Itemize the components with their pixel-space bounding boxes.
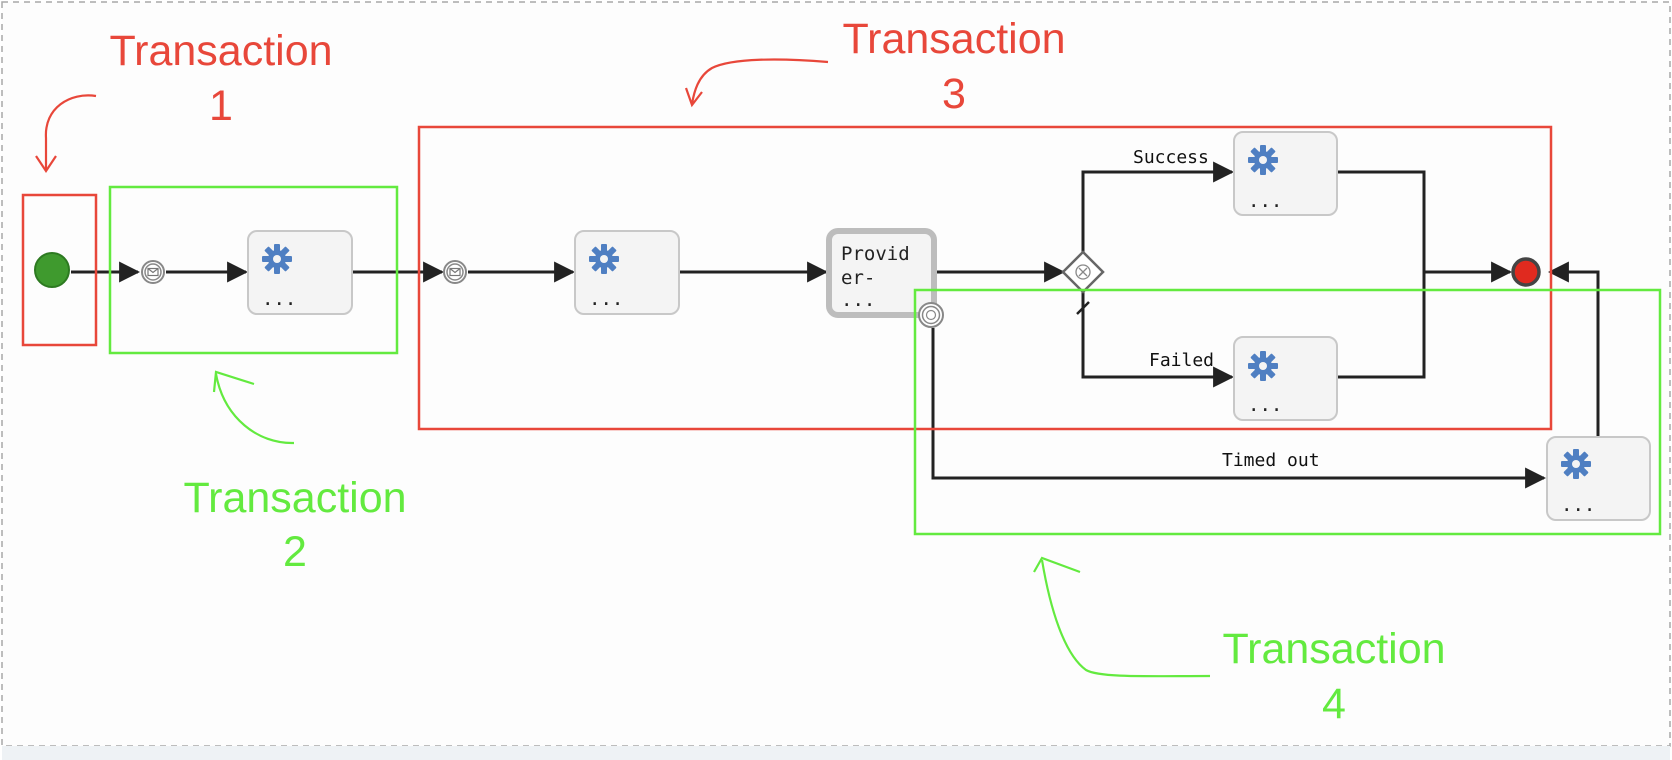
provider-label-line1: Provid [841,243,910,265]
canvas-bottom-bar [2,746,1670,760]
boundary-timer-event[interactable] [918,302,944,328]
task-1[interactable]: ... [247,230,353,315]
flow-label-timed-out: Timed out [1222,450,1320,471]
exclusive-gateway[interactable] [1061,250,1105,294]
task-2[interactable]: ... [574,230,680,315]
transaction-2-label: Transaction [183,474,406,522]
transaction-1-arrow [44,94,97,170]
gear-icon [1248,145,1278,175]
transaction-2-number: 2 [283,528,307,576]
gear-icon [262,244,292,274]
success-task-label: ... [1248,190,1282,212]
transaction-1-box [21,193,98,347]
flow-label-success: Success [1133,147,1209,168]
flow-timeout-to-end[interactable] [1547,261,1600,437]
task-2-label: ... [589,288,623,310]
gear-icon [589,244,619,274]
task-1-label: ... [262,288,296,310]
failed-task[interactable]: ... [1233,336,1338,421]
timeout-task-label: ... [1561,494,1595,516]
transaction-1-arrowhead [35,155,57,173]
gear-icon [1561,449,1591,479]
flow-timed-out[interactable] [931,328,1547,489]
transaction-1-number: 1 [209,82,233,130]
flow-merge[interactable] [1336,170,1426,379]
gear-icon [1248,351,1278,381]
transaction-4-label: Transaction [1222,625,1445,673]
provider-label-line2: er- [841,267,875,289]
transaction-2-arrowhead [212,370,255,393]
transaction-4-arrowhead [1033,556,1081,574]
transaction-3-arrowhead [684,87,703,108]
transaction-4-number: 4 [1322,680,1346,728]
start-event[interactable] [34,252,70,288]
flow-failed[interactable] [1081,292,1235,388]
flow-label-failed: Failed [1149,350,1214,371]
transaction-1-label: Transaction [109,27,332,75]
transaction-3-label: Transaction [842,15,1065,63]
provider-label-line3: ... [841,289,875,311]
transaction-3-number: 3 [942,70,966,118]
success-task[interactable]: ... [1233,131,1338,216]
transaction-4-box [913,288,1662,536]
transaction-2-box [108,185,399,355]
transaction-3-arrow [690,58,829,105]
message-event-1[interactable] [141,260,165,284]
flow-success[interactable] [1081,161,1235,252]
timeout-task[interactable]: ... [1546,436,1651,521]
transaction-2-arrow [214,373,295,445]
transaction-4-arrow [1040,559,1211,678]
failed-task-label: ... [1248,394,1282,416]
message-event-2[interactable] [443,260,467,284]
default-flow-marker [1076,301,1090,315]
end-event[interactable] [1511,257,1541,287]
provider-task[interactable]: Provid er- ... [826,228,937,318]
transaction-3-box [417,125,1553,431]
